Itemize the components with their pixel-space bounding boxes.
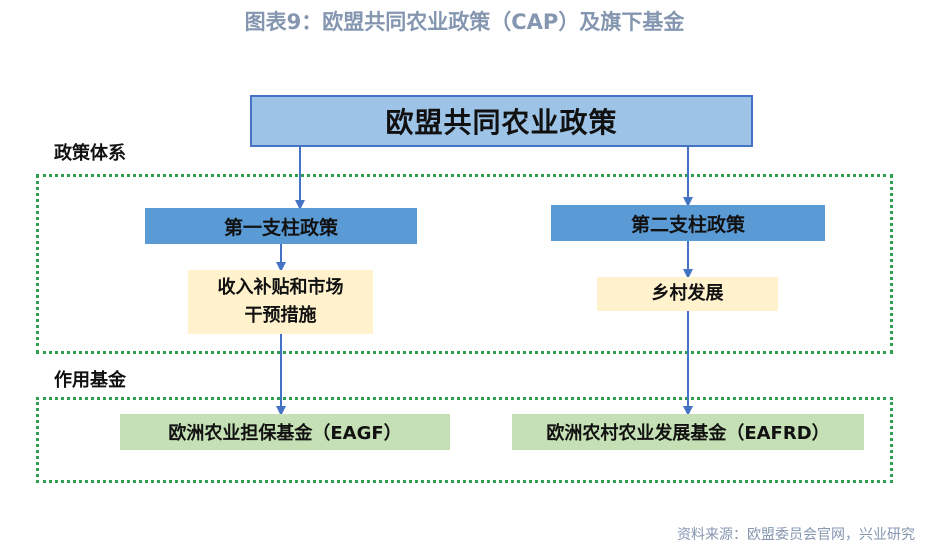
funds-frame (36, 397, 893, 483)
eafrd-box: 欧洲农村农业发展基金（EAFRD） (512, 414, 864, 450)
policy-system-label: 政策体系 (54, 143, 126, 164)
second-pillar-box: 第二支柱政策 (551, 205, 825, 241)
figure-title: 图表9：欧盟共同农业政策（CAP）及旗下基金 (244, 10, 685, 34)
main-policy-box: 欧盟共同农业政策 (250, 95, 753, 147)
source-note: 资料来源：欧盟委员会官网，兴业研究 (677, 527, 915, 543)
income-support-line2: 干预措施 (244, 305, 317, 326)
first-pillar-box: 第一支柱政策 (145, 208, 417, 244)
eagf-box: 欧洲农业担保基金（EAGF） (120, 414, 450, 450)
funds-label: 作用基金 (54, 370, 126, 391)
income-support-box: 收入补贴和市场 干预措施 (188, 270, 373, 334)
income-support-line1: 收入补贴和市场 (217, 277, 344, 298)
rural-development-box: 乡村发展 (597, 277, 778, 311)
policy-system-frame (36, 174, 893, 354)
